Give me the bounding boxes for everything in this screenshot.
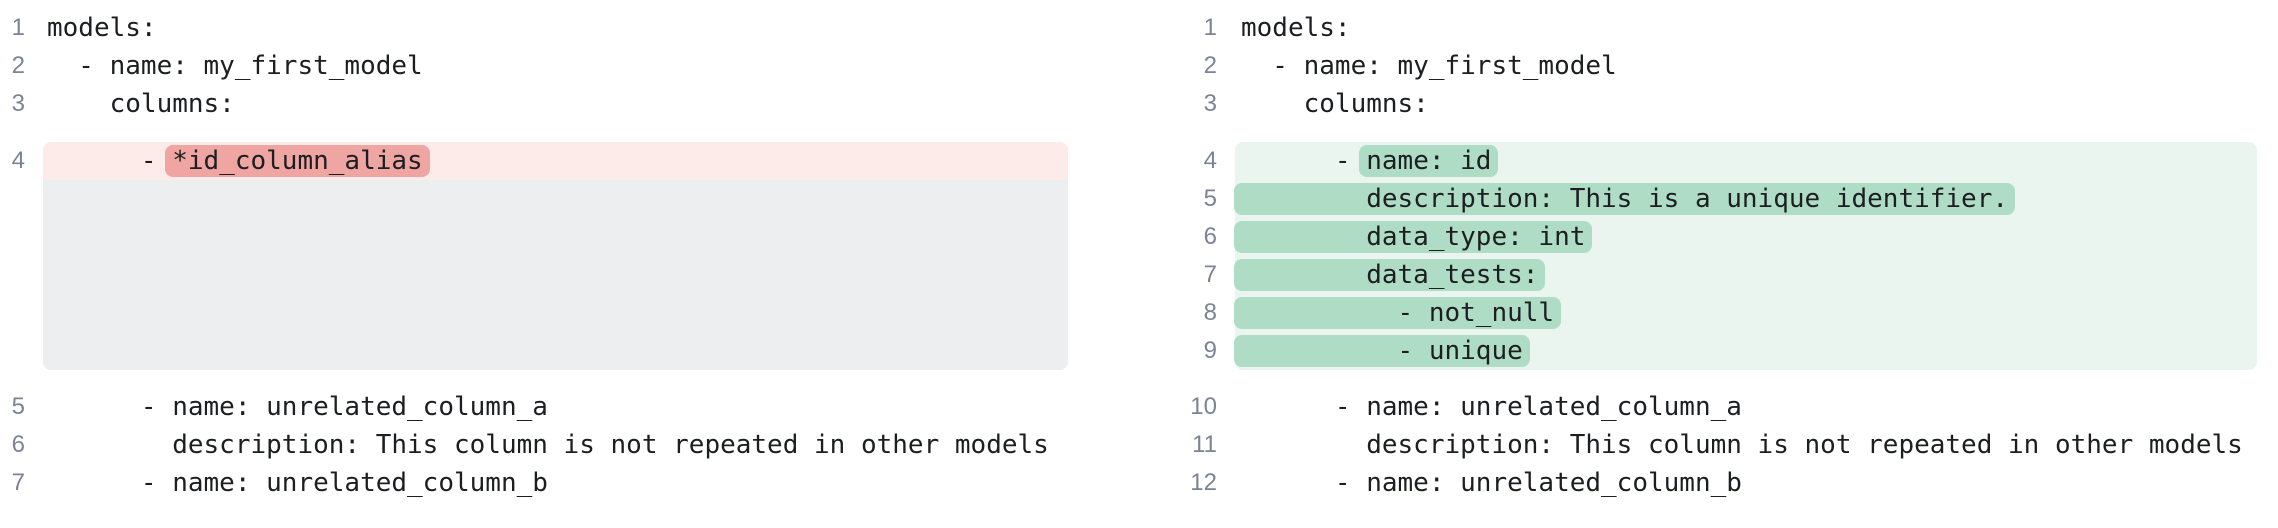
code-text: models: — [1241, 13, 1351, 43]
added-code-line: 4 - name: id — [1180, 142, 2257, 180]
line-number: 1 — [1203, 14, 1217, 41]
code-text: - name: my_first_model — [1241, 51, 1617, 81]
line-number: 7 — [1203, 261, 1217, 288]
code-text: - name: unrelated_column_a — [47, 392, 548, 422]
code-text: - name: id — [1235, 142, 2257, 180]
code-line: 2 - name: my_first_model — [0, 47, 1068, 85]
code-text: description: This is a unique identifier… — [1234, 180, 2257, 218]
line-number: 12 — [1190, 469, 1217, 496]
added-code-line: 7 data_tests: — [1180, 256, 2257, 294]
line-number: 3 — [1203, 90, 1217, 117]
line-number: 11 — [1192, 431, 1217, 458]
line-number: 4 — [11, 147, 25, 174]
code-line: 5 - name: unrelated_column_a — [0, 388, 1068, 426]
code-line: 2 - name: my_first_model — [1180, 47, 2257, 85]
line-number: 8 — [1203, 299, 1217, 326]
line-number: 2 — [11, 52, 25, 79]
code-line: 7 - name: unrelated_column_b — [0, 464, 1068, 502]
added-code-line: 6 data_type: int — [1180, 218, 2257, 256]
code-line: 11 description: This column is not repea… — [1180, 426, 2257, 464]
code-text: - not_null — [1234, 294, 2257, 332]
code-text: - name: unrelated_column_b — [1241, 468, 1742, 498]
code-text: description: This column is not repeated… — [1241, 430, 2243, 460]
removed-code-line: 4 - *id_column_alias — [0, 142, 1068, 180]
removed-token-highlight: *id_column_alias — [165, 145, 430, 177]
diff-pane-before: 1 models: 2 - name: my_first_model 3 col… — [0, 9, 1068, 502]
line-number: 9 — [1203, 337, 1217, 364]
added-code-line: 8 - not_null — [1180, 294, 2257, 332]
line-number: 4 — [1203, 147, 1217, 174]
added-line-highlight: description: This is a unique identifier… — [1234, 183, 2016, 215]
code-line: 12 - name: unrelated_column_b — [1180, 464, 2257, 502]
collapsed-lines-spacer — [0, 180, 1068, 370]
added-line-highlight: - not_null — [1234, 297, 1562, 329]
code-line: 10 - name: unrelated_column_a — [1180, 388, 2257, 426]
code-text: columns: — [1241, 89, 1429, 119]
line-number: 7 — [11, 469, 25, 496]
code-line: 1 models: — [1180, 9, 2257, 47]
added-token-highlight: name: id — [1359, 145, 1499, 177]
line-number: 6 — [11, 431, 25, 458]
code-text: models: — [47, 13, 157, 43]
code-text: - *id_column_alias — [43, 142, 1068, 180]
line-number: 3 — [11, 90, 25, 117]
code-text: data_type: int — [1234, 218, 2257, 256]
diff-pane-after: 1 models: 2 - name: my_first_model 3 col… — [1180, 9, 2257, 502]
code-text: description: This column is not repeated… — [47, 430, 1049, 460]
line-number: 1 — [11, 14, 25, 41]
code-line: 1 models: — [0, 9, 1068, 47]
code-line: 3 columns: — [1180, 85, 2257, 123]
added-code-line: 5 description: This is a unique identifi… — [1180, 180, 2257, 218]
line-number — [0, 180, 25, 370]
code-text: columns: — [47, 89, 235, 119]
line-number: 2 — [1203, 52, 1217, 79]
line-number: 5 — [1203, 185, 1217, 212]
added-line-highlight: data_type: int — [1234, 221, 1593, 253]
added-line-highlight: - unique — [1234, 335, 1530, 367]
code-prefix: - — [1241, 146, 1367, 176]
code-line: 6 description: This column is not repeat… — [0, 426, 1068, 464]
code-line: 3 columns: — [0, 85, 1068, 123]
code-text: - name: unrelated_column_a — [1241, 392, 1742, 422]
code-text: - unique — [1234, 332, 2257, 370]
line-number: 6 — [1203, 223, 1217, 250]
code-text: - name: my_first_model — [47, 51, 423, 81]
line-number: 10 — [1190, 393, 1217, 420]
code-text: data_tests: — [1234, 256, 2257, 294]
added-code-line: 9 - unique — [1180, 332, 2257, 370]
line-number: 5 — [11, 393, 25, 420]
collapsed-spacer-fill — [43, 180, 1068, 370]
code-text: - name: unrelated_column_b — [47, 468, 548, 498]
added-line-highlight: data_tests: — [1234, 259, 1546, 291]
code-prefix: - — [47, 146, 173, 176]
